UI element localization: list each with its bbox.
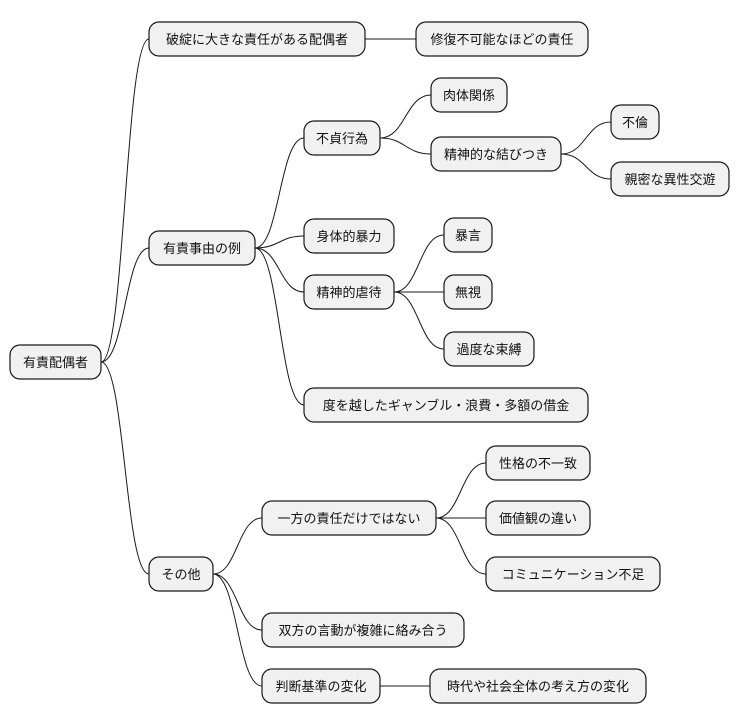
- node-fault-examples: 有責事由の例: [148, 230, 256, 266]
- mindmap-nodes: 有責配偶者 破綻に大きな責任がある配偶者 修復不可能なほどの責任 有責事由の例 …: [9, 21, 730, 704]
- svg-text:修復不可能なほどの責任: 修復不可能なほどの責任: [430, 32, 573, 48]
- svg-text:破綻に大きな責任がある配偶者: 破綻に大きな責任がある配偶者: [166, 33, 348, 48]
- node-affair: 不倫: [610, 104, 660, 140]
- connector-other-to-complex-interaction: [212, 573, 263, 631]
- svg-text:度を越したギャンブル・浪費・多額の借金: 度を越したギャンブル・浪費・多額の借金: [323, 398, 570, 414]
- connector-other-to-changing-criteria: [212, 573, 263, 687]
- node-root: 有責配偶者: [9, 344, 102, 380]
- svg-text:過度な束縛: 過度な束縛: [456, 342, 521, 358]
- node-personality-mismatch: 性格の不一致: [485, 445, 591, 481]
- svg-text:判断基準の変化: 判断基準の変化: [275, 679, 366, 695]
- node-gambling-debt: 度を越したギャンブル・浪費・多額の借金: [303, 387, 589, 423]
- node-lack-of-communication: コミュニケーション不足: [485, 556, 661, 592]
- connector-not-one-sided-to-lack-of-communication: [435, 517, 487, 575]
- node-close-opposite-sex-relations: 親密な異性交遊: [610, 161, 730, 197]
- connector-root-to-breakdown-responsibility: [100, 38, 150, 363]
- connector-fault-examples-to-physical-violence: [254, 235, 305, 249]
- node-value-differences: 価値観の違い: [485, 500, 591, 536]
- node-adultery: 不貞行為: [303, 120, 381, 156]
- node-physical-violence: 身体的暴力: [303, 218, 395, 254]
- node-breakdown-responsibility: 破綻に大きな責任がある配偶者: [148, 21, 366, 57]
- connector-not-one-sided-to-personality-mismatch: [435, 462, 487, 519]
- node-verbal-abuse: 暴言: [443, 217, 493, 253]
- node-complex-interaction: 双方の言動が複雑に絡み合う: [261, 612, 465, 648]
- svg-text:精神的な結びつき: 精神的な結びつき: [444, 147, 548, 163]
- connector-emotional-bond-to-affair: [560, 121, 612, 155]
- connector-adultery-to-physical-relationship: [379, 94, 432, 139]
- connector-emotional-bond-to-close-opposite-sex-relations: [560, 153, 612, 180]
- svg-text:価値観の違い: 価値観の違い: [499, 511, 577, 527]
- node-other: その他: [148, 556, 214, 592]
- connector-psychological-abuse-to-excessive-restraint: [393, 291, 445, 350]
- svg-text:身体的暴力: 身体的暴力: [316, 229, 381, 245]
- node-emotional-bond: 精神的な結びつき: [430, 136, 562, 172]
- svg-text:双方の言動が複雑に絡み合う: 双方の言動が複雑に絡み合う: [278, 623, 447, 639]
- svg-text:肉体関係: 肉体関係: [443, 89, 495, 104]
- node-psychological-abuse: 精神的虐待: [303, 274, 395, 310]
- node-not-one-sided: 一方の責任だけではない: [261, 500, 437, 536]
- node-changing-criteria: 判断基準の変化: [261, 668, 381, 704]
- svg-text:不倫: 不倫: [622, 116, 648, 131]
- node-physical-relationship: 肉体関係: [430, 77, 508, 113]
- connector-adultery-to-emotional-bond: [379, 137, 432, 155]
- svg-text:時代や社会全体の考え方の変化: 時代や社会全体の考え方の変化: [447, 679, 629, 695]
- connector-root-to-fault-examples: [100, 247, 150, 363]
- connector-lines: [100, 38, 612, 687]
- connector-fault-examples-to-gambling-debt: [254, 247, 305, 406]
- connector-psychological-abuse-to-verbal-abuse: [393, 234, 445, 293]
- svg-text:精神的虐待: 精神的虐待: [316, 285, 381, 301]
- svg-text:その他: その他: [161, 568, 200, 583]
- svg-text:コミュニケーション不足: コミュニケーション不足: [502, 568, 645, 583]
- svg-text:有責事由の例: 有責事由の例: [163, 242, 241, 257]
- svg-text:無視: 無視: [455, 286, 481, 301]
- svg-text:一方の責任だけではない: 一方の責任だけではない: [277, 511, 420, 527]
- node-irreparable-responsibility: 修復不可能なほどの責任: [415, 21, 589, 57]
- node-excessive-restraint: 過度な束縛: [443, 331, 535, 367]
- svg-text:暴言: 暴言: [455, 229, 481, 244]
- node-ignoring: 無視: [443, 274, 493, 310]
- node-changing-social-views: 時代や社会全体の考え方の変化: [429, 668, 647, 704]
- connector-root-to-other: [100, 361, 150, 575]
- svg-text:有責配偶者: 有責配偶者: [23, 356, 88, 371]
- svg-text:不貞行為: 不貞行為: [316, 131, 368, 147]
- connector-other-to-not-one-sided: [212, 517, 263, 575]
- connector-fault-examples-to-psychological-abuse: [254, 247, 305, 293]
- svg-text:性格の不一致: 性格の不一致: [499, 456, 577, 472]
- svg-text:親密な異性交遊: 親密な異性交遊: [624, 172, 715, 188]
- connector-fault-examples-to-adultery: [254, 137, 305, 249]
